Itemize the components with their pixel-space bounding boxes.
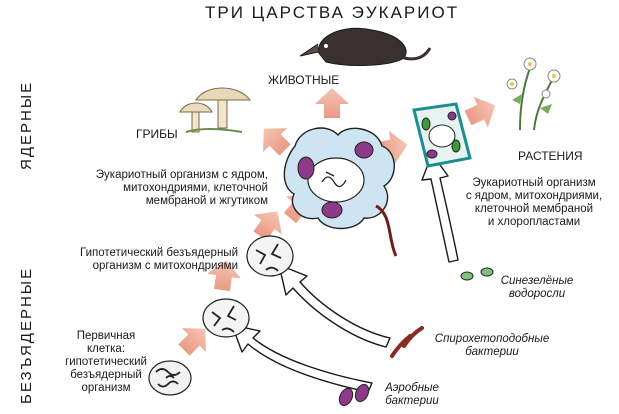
hypothetical-cell-stage1 [202, 298, 250, 338]
desc-eukaryote-flagellum: Эукариотный организм с ядром, митохондри… [95, 169, 268, 207]
plant-cell [412, 102, 472, 168]
arrow-to-plants [464, 96, 496, 128]
label-non-nuclear: БЕЗЪЯДЕРНЫЕ [18, 266, 35, 404]
cyanobacteria-icon [460, 267, 494, 281]
arrow-primary-to-hypothetical [178, 328, 206, 356]
aerobic-bacteria-icon [338, 383, 370, 407]
label-nuclear: ЯДЕРНЫЕ [18, 80, 35, 170]
arrow-to-fungi [263, 128, 291, 156]
eukaryotic-cell-flagellum [283, 127, 398, 257]
flower-plant-icon [506, 57, 561, 131]
desc-hypothetical: Гипотетический безъядерный организм с ми… [79, 247, 238, 272]
mushroom-icon [179, 87, 252, 133]
diagram-title: ТРИ ЦАРСТВА ЭУКАРИОТ [205, 3, 460, 22]
label-fungi: ГРИБЫ [136, 127, 178, 141]
shrew-icon [299, 27, 432, 66]
label-aerobic-bacteria: Аэробные бактерии [385, 382, 439, 407]
desc-eukaryote-chloroplast: Эукариотный организм с ядром, митохондри… [465, 177, 603, 228]
desc-primary: Первичная клетка: гипотетический безъяде… [65, 330, 147, 394]
hypothetical-cell-stage2 [246, 235, 294, 277]
arrow-spirochete-to-hypothetical [278, 264, 391, 348]
label-animals: ЖИВОТНЫЕ [268, 73, 340, 87]
primary-cell [148, 360, 192, 396]
spirochete-icon [390, 326, 424, 358]
label-cyanobacteria: Синезелёные водоросли [500, 275, 574, 300]
arrow-to-animals [315, 88, 349, 118]
arrow-aerobic-to-primary [231, 324, 373, 393]
label-spirochete: Спирохетоподобные бактерии [434, 333, 550, 358]
arrow-up-to-mito [207, 260, 241, 292]
label-plants: РАСТЕНИЯ [518, 149, 583, 163]
arrow-mito-to-eukaryote [253, 211, 282, 241]
